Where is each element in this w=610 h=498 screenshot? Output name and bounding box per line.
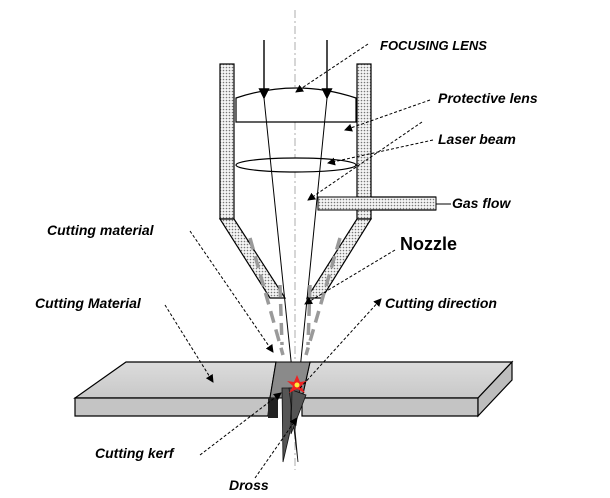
- gas-jet-lines: [248, 237, 342, 356]
- housing-right-wall: [356, 63, 372, 220]
- label-laser-beam: Laser beam: [438, 131, 516, 147]
- gas-flow-pipe: [317, 196, 437, 211]
- plate-end-face: [477, 360, 513, 418]
- dross: [281, 387, 307, 463]
- spark-point: [287, 375, 307, 393]
- plate-front-right: [301, 397, 479, 417]
- label-gas-flow: Gas flow: [452, 195, 511, 211]
- label-cutting-kerf: Cutting kerf: [95, 445, 174, 461]
- nozzle-cone-right: [305, 218, 373, 299]
- label-cutting-direction: Cutting direction: [385, 295, 497, 311]
- protective-lens: [235, 157, 357, 173]
- label-dross: Dross: [229, 477, 269, 493]
- plate-front-left: [74, 397, 271, 417]
- label-protective-lens: Protective lens: [438, 90, 538, 106]
- label-focusing-lens: FOCUSING LENS: [380, 38, 487, 53]
- housing-left-wall: [219, 63, 235, 220]
- label-nozzle: Nozzle: [400, 234, 458, 254]
- label-cutting-material-upper: Cutting material: [47, 222, 154, 238]
- label-cutting-material-lower: Cutting Material: [35, 295, 141, 311]
- plate-top-right: [301, 361, 514, 399]
- nozzle-cone-left: [218, 218, 287, 299]
- plate-top-left: [73, 361, 277, 399]
- focusing-lens: [235, 87, 357, 123]
